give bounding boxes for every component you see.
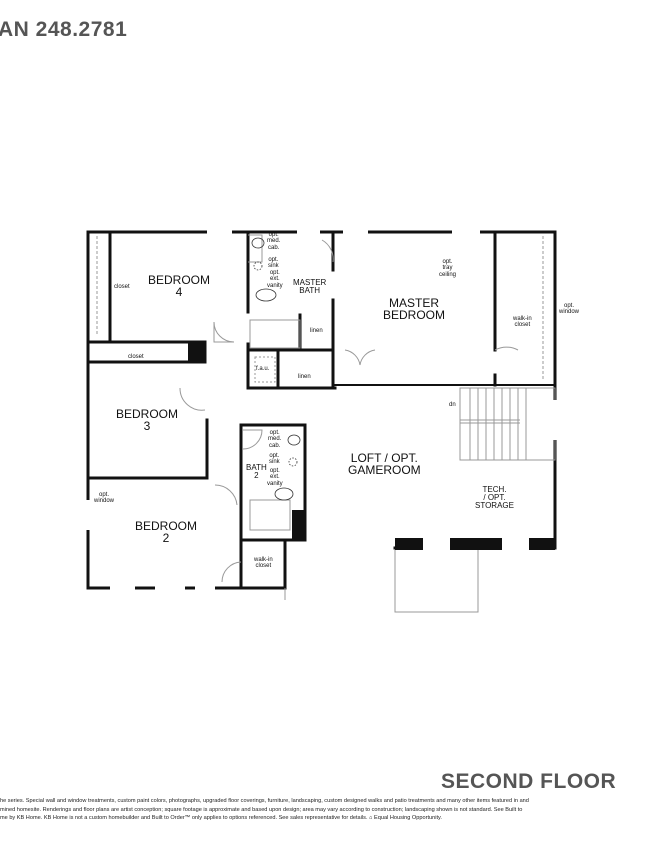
walk-in-closet-master: walk-in closet <box>513 316 532 329</box>
opt-med-cab-bath2: opt. med. cab. <box>268 430 281 449</box>
disclaimer: he series. Special wall and window treat… <box>0 797 652 823</box>
annotation-line: opt. <box>269 453 280 459</box>
closet-label-hall: closet <box>128 354 144 360</box>
annotation-line: window <box>559 309 580 316</box>
annotation-line: opt. <box>442 259 453 265</box>
stair-down-label: dn <box>449 402 456 408</box>
annotation-line: opt. <box>268 257 279 263</box>
annotation-line: window <box>94 498 115 505</box>
room-label: BATH <box>246 463 267 472</box>
room-bedroom-2: BEDROOM 2 <box>135 520 197 544</box>
room-master-bedroom: MASTER BEDROOM <box>383 297 445 321</box>
annotation-line: opt. <box>268 232 279 238</box>
room-bath-2: BATH 2 <box>246 464 267 480</box>
room-label: MASTER <box>389 296 440 310</box>
annotation-line: opt. <box>99 492 110 498</box>
annotation-line: ceiling <box>439 271 457 278</box>
annotation-line: med. <box>267 238 281 245</box>
annotation-line: vanity <box>267 480 283 487</box>
opt-window-master: opt. window <box>559 303 579 316</box>
annotation-line: tray <box>442 265 453 272</box>
annotation-line: med. <box>268 436 282 443</box>
annotation-line: opt. <box>564 303 575 309</box>
opt-tray-ceiling: opt. tray ceiling <box>439 259 456 278</box>
annotation-line: closet <box>514 322 531 329</box>
floor-title: SECOND FLOOR <box>441 770 617 793</box>
linen-label-master: linen <box>310 328 323 334</box>
annotation-line: cab. <box>269 442 281 449</box>
room-label: TECH. <box>482 485 507 494</box>
closet-label-b4: closet <box>114 284 130 290</box>
room-number: 4 <box>175 285 183 299</box>
opt-med-cab-master: opt. med. cab. <box>267 232 280 251</box>
room-number: 3 <box>143 419 151 433</box>
opt-ext-vanity-master: opt. ext. vanity <box>267 270 283 289</box>
opt-window-b2: opt. window <box>94 492 114 505</box>
disclaimer-line: me by KB Home. KB Home is not a custom h… <box>0 815 442 822</box>
annotation-line: ext. <box>270 474 280 481</box>
annotation-line: opt. <box>269 468 280 474</box>
room-number: 2 <box>254 471 259 480</box>
annotation-line: sink <box>268 263 279 270</box>
walk-in-closet-b2: walk-in closet <box>254 557 273 570</box>
room-tech-storage: TECH. / OPT. STORAGE <box>475 486 514 510</box>
plan-code: AN 248.2781 <box>0 18 128 41</box>
opt-ext-vanity-bath2: opt. ext. vanity <box>267 468 283 487</box>
linen-label-hall: linen <box>298 374 311 380</box>
room-number: 2 <box>162 531 170 545</box>
room-label: BEDROOM <box>383 308 446 322</box>
annotation-line: walk-in <box>254 557 273 563</box>
room-bedroom-4: BEDROOM 4 <box>148 274 210 298</box>
room-label: MASTER <box>293 278 327 287</box>
room-label: / OPT. <box>483 493 506 502</box>
disclaimer-line: mined homesite. Renderings and floor pla… <box>0 806 523 813</box>
annotation-line: cab. <box>268 244 280 251</box>
room-bedroom-3: BEDROOM 3 <box>116 408 178 432</box>
disclaimer-line: he series. Special wall and window treat… <box>0 798 529 804</box>
annotation-line: opt. <box>269 270 280 276</box>
opt-sink-bath2: opt. sink <box>269 453 280 466</box>
room-label: BEDROOM <box>135 519 198 533</box>
room-label: LOFT / OPT. <box>350 451 418 465</box>
room-label: GAMEROOM <box>348 463 421 477</box>
annotation-line: sink <box>269 459 280 466</box>
annotation-line: opt. <box>269 430 280 436</box>
room-loft: LOFT / OPT. GAMEROOM <box>348 452 421 476</box>
fau-label: f.a.u. <box>256 366 270 372</box>
annotation-line: ext. <box>270 276 280 283</box>
annotation-line: walk-in <box>513 316 532 322</box>
room-master-bath: MASTER BATH <box>293 279 326 295</box>
annotation-line: vanity <box>267 282 283 289</box>
opt-sink-master: opt. sink <box>268 257 279 270</box>
room-label: STORAGE <box>475 501 514 510</box>
room-label: BEDROOM <box>148 273 211 287</box>
room-label: BEDROOM <box>116 407 179 421</box>
annotation-line: closet <box>255 563 272 570</box>
room-label: BATH <box>299 286 321 295</box>
